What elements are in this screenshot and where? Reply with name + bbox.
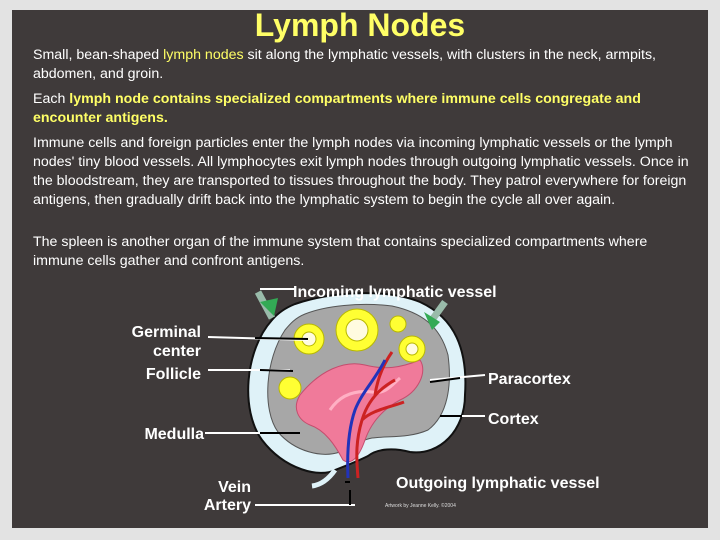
paragraph-spleen: The spleen is another organ of the immun…	[33, 234, 648, 269]
label-paracortex: Paracortex	[488, 371, 571, 388]
incoming-arrow-icon	[424, 312, 440, 330]
label-medulla: Medulla	[144, 426, 204, 443]
outgoing-lymphatic-vessel	[311, 468, 338, 489]
slide: Lymph Nodes Small, bean-shaped lymph nod…	[12, 10, 708, 528]
label-germinal-center-2: center	[153, 343, 201, 360]
leader-line	[259, 369, 294, 372]
paragraph-immune-cells: Immune cells and foreign particles enter…	[33, 135, 689, 208]
label-artery: Artery	[204, 497, 251, 514]
leader-line	[429, 377, 461, 383]
follicle	[389, 315, 407, 333]
paragraph-lymph-nodes: Small, bean-shaped lymph nodes sit along…	[33, 46, 701, 84]
label-cortex: Cortex	[488, 411, 539, 428]
label-incoming-lymphatic-vessel: Incoming lymphatic vessel	[293, 284, 497, 301]
highlight-text: lymph nodes	[163, 47, 244, 63]
artwork-credit: Artwork by Jeanne Kelly. ©2004	[385, 502, 456, 509]
label-vein: Vein	[218, 479, 251, 496]
page-title: Lymph Nodes	[254, 10, 466, 43]
incoming-arrow-icon	[260, 298, 278, 316]
paragraph-text: Each	[33, 91, 70, 107]
label-germinal-center: Germinal	[132, 324, 201, 341]
incoming-lymphatic-vessel	[429, 299, 448, 323]
medulla-cord	[328, 376, 401, 411]
leader-line	[254, 337, 309, 340]
germinal-center	[345, 318, 369, 342]
label-outgoing-lymphatic-vessel: Outgoing lymphatic vessel	[396, 475, 600, 492]
paragraph-text: Small, bean-shaped	[33, 47, 164, 63]
follicle	[278, 376, 302, 400]
paragraph-text: sit along the lymphatic vessels, with cl…	[33, 47, 656, 82]
label-follicle: Follicle	[146, 366, 201, 383]
lymph-node-diagram: Incoming lymphatic vessel Germinal cente…	[132, 284, 600, 514]
follicles	[278, 308, 426, 400]
paragraph-compartments: Each lymph node contains specialized com…	[33, 90, 701, 128]
vein	[346, 359, 387, 479]
artery	[355, 351, 405, 479]
highlight-text: lymph node contains specialized compartm…	[33, 91, 641, 126]
germinal-center	[405, 342, 419, 356]
